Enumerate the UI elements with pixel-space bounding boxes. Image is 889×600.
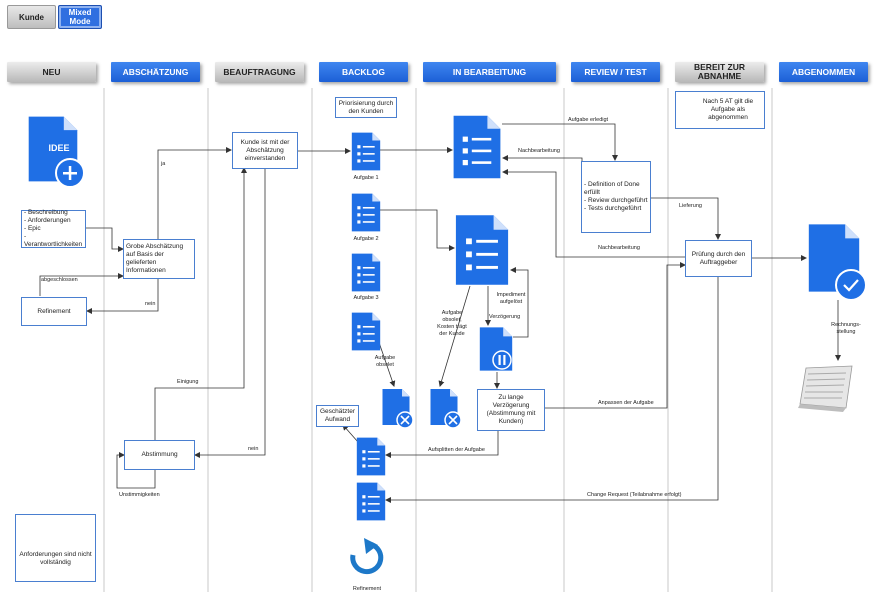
obsolete-document-icon-2 xyxy=(430,389,462,429)
idea-label: IDEE xyxy=(48,143,70,153)
task-document-icon-6 xyxy=(356,482,386,521)
label-nachbearbeitung-client: Nachbearbeitung xyxy=(598,245,640,251)
obsolete-document-icon-1 xyxy=(382,389,414,429)
estimated-effort-box: Geschätzter Aufwand xyxy=(316,405,359,427)
label-change-request: Change Request (Teilabnahme erfolgt) xyxy=(587,492,682,498)
refinement-cycle-icon xyxy=(350,538,384,575)
label-aufsplitten: Aufsplitten der Aufgabe xyxy=(428,447,485,453)
label-ja: ja xyxy=(161,161,166,167)
in-progress-document-icon-1 xyxy=(453,115,501,179)
auto-acceptance-box: Nach 5 AT gilt die Aufgabe als abgenomme… xyxy=(675,91,765,129)
idea-document-icon xyxy=(28,116,85,188)
label-impediment: Impediment aufgelöst xyxy=(496,292,526,305)
long-delay-box: Zu lange Verzögerung (Abstimmung mit Kun… xyxy=(477,389,545,431)
customer-agrees-box: Kunde ist mit der Abschätzung einverstan… xyxy=(232,132,298,169)
column-separators xyxy=(103,88,773,592)
tab-mixed-mode[interactable]: Mixed Mode xyxy=(58,5,102,29)
column-header-bereit-zur-abnahme: BEREIT ZUR ABNAHME xyxy=(675,62,764,82)
incomplete-requirements-box: Anforderungen sind nicht vollständig xyxy=(15,514,96,582)
label-nachbearbeitung-review: Nachbearbeitung xyxy=(518,148,560,154)
task-document-icon-5 xyxy=(356,437,386,476)
task-document-icon-2 xyxy=(351,193,381,232)
column-header-in-bearbeitung: IN BEARBEITUNG xyxy=(423,62,556,82)
label-einigung: Einigung xyxy=(177,379,199,385)
label-lieferung: Lieferung xyxy=(679,203,702,209)
column-header-review-test: REVIEW / TEST xyxy=(571,62,660,82)
task-document-icon-3 xyxy=(351,253,381,292)
label-nein-estimate: nein xyxy=(145,301,156,307)
rough-estimate-box: Grobe Abschätzung auf Basis der geliefer… xyxy=(123,239,195,279)
label-aufgabe-3: Aufgabe 3 xyxy=(353,295,379,301)
label-unstimmigkeiten: Unstimmigkeiten xyxy=(119,492,160,498)
column-header-backlog: BACKLOG xyxy=(319,62,408,82)
tab-kunde[interactable]: Kunde xyxy=(7,5,56,29)
accepted-document-icon xyxy=(808,224,867,301)
paused-document-icon xyxy=(479,327,513,371)
column-header-beauftragung: BEAUFTRAGUNG xyxy=(215,62,304,82)
label-rechnungsstellung: Rechnungs-stellung xyxy=(831,322,861,335)
label-aufgabe-obsolet: Aufgabe obsolet xyxy=(374,355,396,368)
label-nein-order: nein xyxy=(248,446,259,452)
label-verzoegerung: Verzögerung xyxy=(489,314,521,320)
in-progress-document-icon-2 xyxy=(455,215,509,285)
label-aufgabe-obsolet-kosten: Aufgabe obsolet, Kosten trägt der Kunde xyxy=(437,310,467,337)
label-refinement-icon: Refinement xyxy=(352,586,382,592)
task-document-icon-4 xyxy=(351,312,381,351)
column-header-abgenommen: ABGENOMMEN xyxy=(779,62,868,82)
prioritization-box: Priorisierung durch den Kunden xyxy=(335,97,397,118)
invoice-icon xyxy=(798,365,853,412)
label-aufgabe-1: Aufgabe 1 xyxy=(353,175,379,181)
label-abgeschlossen: abgeschlossen xyxy=(41,277,78,283)
requirements-box: - Beschreibung - Anforderungen - Epic - … xyxy=(21,209,86,248)
column-header-neu: NEU xyxy=(7,62,96,82)
refinement-box: Refinement xyxy=(21,297,87,326)
column-header-abschaetzung: ABSCHÄTZUNG xyxy=(111,62,200,82)
alignment-box: Abstimmung xyxy=(124,440,195,470)
client-review-box: Prüfung durch den Auftraggeber xyxy=(685,240,752,277)
definition-of-done-box: - Definition of Done erfüllt - Review du… xyxy=(581,161,651,233)
label-aufgabe-2: Aufgabe 2 xyxy=(353,236,379,242)
label-aufgabe-erledigt: Aufgabe erledigt xyxy=(568,117,609,123)
task-document-icon-1 xyxy=(351,132,381,171)
label-anpassen: Anpassen der Aufgabe xyxy=(598,400,654,406)
